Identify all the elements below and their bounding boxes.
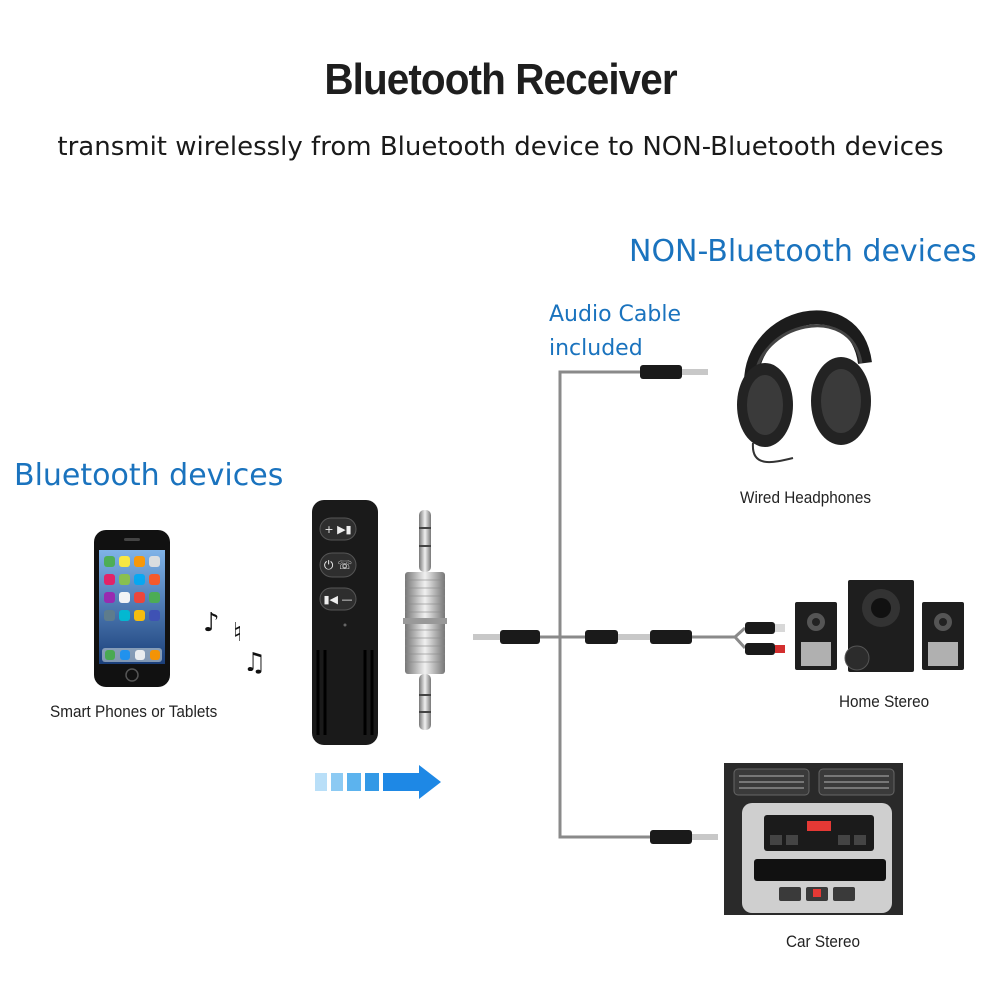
page-subtitle: transmit wirelessly from Bluetooth devic… xyxy=(57,132,944,162)
audio-cable-label-line1: Audio Cable xyxy=(549,302,681,327)
speakers-icon xyxy=(795,580,964,672)
svg-text:▮◀ —: ▮◀ — xyxy=(323,593,352,606)
bluetooth-receiver-icon: + ▶▮ ⏻ ☏ ▮◀ — xyxy=(312,500,378,745)
svg-text:⏻ ☏: ⏻ ☏ xyxy=(324,558,352,572)
audio-cable-label-line2: included xyxy=(549,336,643,361)
bluetooth-devices-heading: Bluetooth devices xyxy=(14,458,284,493)
audio-cable-label: Audio Cable included xyxy=(549,298,681,366)
plug-stereo-joint xyxy=(585,630,692,644)
headphones-icon xyxy=(737,310,872,464)
cable-to-headphones xyxy=(558,370,640,637)
page-title: Bluetooth Receiver xyxy=(324,55,677,104)
svg-text:+ ▶▮: + ▶▮ xyxy=(324,523,351,536)
plug-trunk xyxy=(473,630,540,644)
plug-car xyxy=(650,830,718,844)
phone-caption: Smart Phones or Tablets xyxy=(50,702,218,721)
aux-jack-icon xyxy=(403,510,447,730)
car-stereo-icon xyxy=(724,763,903,915)
non-bluetooth-devices-heading: NON-Bluetooth devices xyxy=(629,234,977,269)
flow-arrow-icon xyxy=(315,765,441,799)
headphones-caption: Wired Headphones xyxy=(740,488,871,507)
rca-connectors xyxy=(733,622,785,655)
car-stereo-caption: Car Stereo xyxy=(786,932,860,951)
cable-to-car xyxy=(558,637,650,839)
smartphone-icon xyxy=(94,530,170,687)
plug-headphones xyxy=(640,365,708,379)
home-stereo-caption: Home Stereo xyxy=(839,692,930,711)
music-notes-icon: ♪ ♮ ♫ xyxy=(203,608,267,678)
